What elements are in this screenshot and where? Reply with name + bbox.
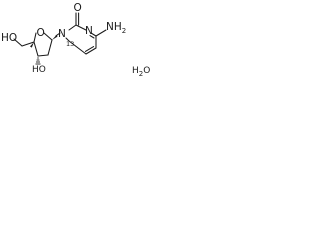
label-ring-oxygen: O bbox=[37, 27, 45, 39]
bond-c1-n1 bbox=[55, 32, 61, 37]
label-water-o: O bbox=[143, 66, 150, 76]
bond-n3-c4 bbox=[90, 32, 97, 37]
bond-c6-n1 bbox=[68, 40, 87, 55]
bond-c4-o4 bbox=[33, 32, 37, 43]
label-ring-nitrogen-1: N bbox=[58, 28, 66, 40]
label-water: H2O bbox=[132, 66, 150, 78]
label-amino-nh: NH bbox=[106, 21, 122, 33]
chemical-structure: HO O HO N 13 O N NH2 H2O bbox=[1, 2, 150, 78]
bond-n1-c2 bbox=[68, 24, 77, 31]
label-amino-subscript: 2 bbox=[122, 27, 126, 35]
hashed-bond-c3-o3 bbox=[35, 57, 41, 65]
bond-c1-c2 bbox=[47, 39, 53, 56]
label-isotope-13: 13 bbox=[66, 40, 74, 48]
label-3prime-hydroxyl-h: H bbox=[32, 65, 39, 75]
bond-c5-c6-inner bbox=[84, 46, 95, 52]
bond-c4-n4 bbox=[95, 29, 107, 37]
bond-n1-down bbox=[65, 37, 70, 42]
label-3prime-hydroxyl-o: O bbox=[39, 65, 46, 75]
label-carbonyl-oxygen: O bbox=[74, 2, 82, 14]
bond-o4-c1 bbox=[43, 32, 53, 41]
bond-c2-c3 bbox=[37, 54, 49, 57]
bond-c5-c6 bbox=[85, 47, 97, 55]
label-3prime-hydroxyl: HO bbox=[32, 65, 46, 75]
label-amino-group: NH2 bbox=[106, 21, 126, 35]
label-water-subscript: 2 bbox=[139, 70, 143, 78]
wedge-c4 bbox=[30, 42, 34, 48]
bond-o5-c5 bbox=[13, 38, 23, 47]
bond-c5-c4 bbox=[21, 41, 35, 47]
bond-c3-c4 bbox=[33, 41, 39, 57]
bond-c2-n3 bbox=[75, 24, 87, 31]
label-ring-nitrogen-3: N bbox=[85, 25, 93, 37]
label-water-h: H bbox=[132, 66, 139, 76]
bond-n3-c4-inner bbox=[89, 35, 95, 39]
label-5prime-hydroxyl: HO bbox=[1, 32, 17, 44]
